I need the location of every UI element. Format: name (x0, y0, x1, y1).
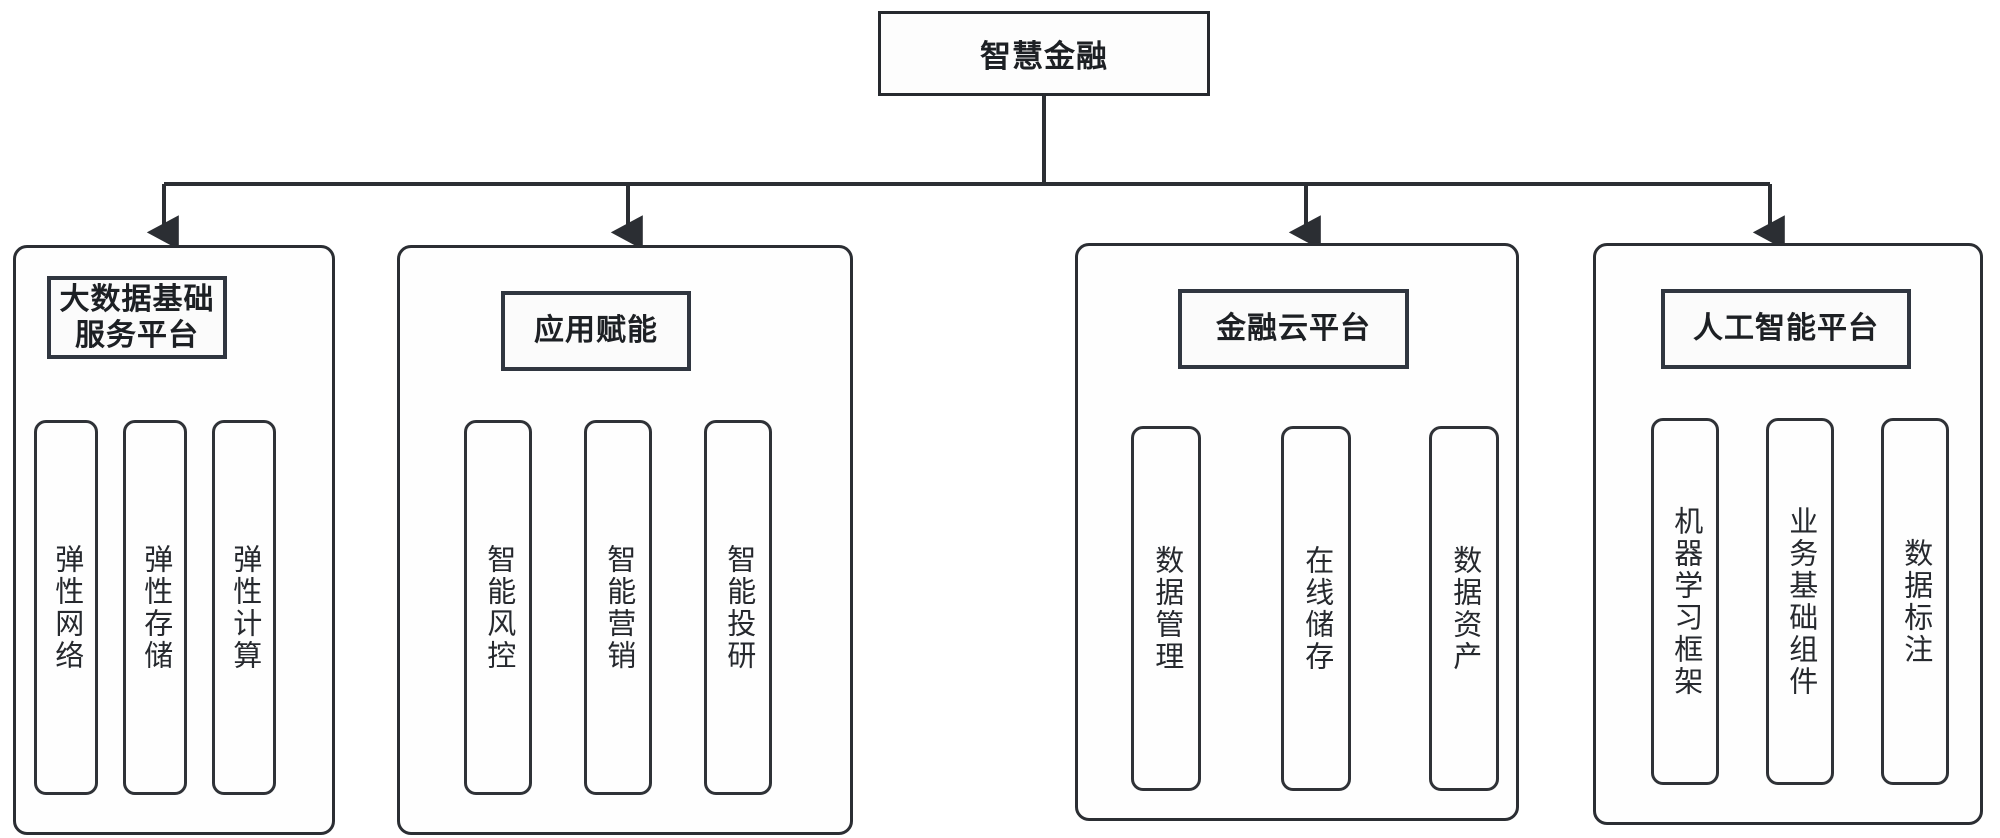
subbox-intelligent-research[interactable]: 智能投研 (704, 420, 772, 795)
subbox-elastic-storage[interactable]: 弹性存储 (123, 420, 187, 795)
subbox-label: 弹性计算 (228, 543, 261, 672)
subbox-elastic-computing[interactable]: 弹性计算 (212, 420, 276, 795)
subbox-label: 弹性网络 (50, 543, 83, 672)
panel-header-label: 大数据基础 服务平台 (60, 282, 215, 353)
subbox-business-base-components[interactable]: 业务基础组件 (1766, 418, 1834, 785)
panel-header-financial-cloud-platform: 金融云平台 (1178, 289, 1409, 369)
root-node-label: 智慧金融 (980, 39, 1108, 74)
subbox-data-annotation[interactable]: 数据标注 (1881, 418, 1949, 785)
panel-header-application-empowerment: 应用赋能 (501, 291, 691, 371)
panel-application-empowerment[interactable]: 应用赋能 智能风控 智能营销 智能投研 (397, 245, 853, 835)
panel-ai-platform[interactable]: 人工智能平台 机器学习框架 业务基础组件 数据标注 (1593, 243, 1983, 825)
subbox-data-assets[interactable]: 数据资产 (1429, 426, 1499, 791)
panel-header-line-1: 大数据基础 (59, 283, 215, 317)
subbox-online-storage[interactable]: 在线储存 (1281, 426, 1351, 791)
subbox-intelligent-risk-control[interactable]: 智能风控 (464, 420, 532, 795)
panel-header-label: 人工智能平台 (1693, 312, 1879, 346)
subbox-label: 弹性存储 (139, 543, 172, 672)
subbox-label: 业务基础组件 (1784, 505, 1817, 698)
subbox-data-management[interactable]: 数据管理 (1131, 426, 1201, 791)
subbox-machine-learning-framework[interactable]: 机器学习框架 (1651, 418, 1719, 785)
panel-header-big-data-platform: 大数据基础 服务平台 (47, 276, 227, 359)
subbox-intelligent-marketing[interactable]: 智能营销 (584, 420, 652, 795)
subbox-label: 机器学习框架 (1669, 505, 1702, 698)
subbox-label: 智能营销 (602, 543, 635, 672)
panel-financial-cloud-platform[interactable]: 金融云平台 数据管理 在线储存 数据资产 (1075, 243, 1519, 821)
subbox-label: 数据资产 (1448, 544, 1481, 673)
subbox-label: 数据标注 (1899, 537, 1932, 666)
panel-header-ai-platform: 人工智能平台 (1661, 289, 1911, 369)
subbox-label: 智能投研 (722, 543, 755, 672)
subbox-label: 智能风控 (482, 543, 515, 672)
root-node-smart-finance[interactable]: 智慧金融 (878, 11, 1210, 96)
subbox-label: 在线储存 (1300, 544, 1333, 673)
subbox-label: 数据管理 (1150, 544, 1183, 673)
panel-big-data-platform[interactable]: 大数据基础 服务平台 弹性网络 弹性存储 弹性计算 (13, 245, 335, 835)
panel-header-label: 应用赋能 (534, 314, 658, 348)
panel-header-line-2: 服务平台 (75, 318, 199, 352)
panel-header-label: 金融云平台 (1216, 312, 1371, 346)
subbox-elastic-network[interactable]: 弹性网络 (34, 420, 98, 795)
